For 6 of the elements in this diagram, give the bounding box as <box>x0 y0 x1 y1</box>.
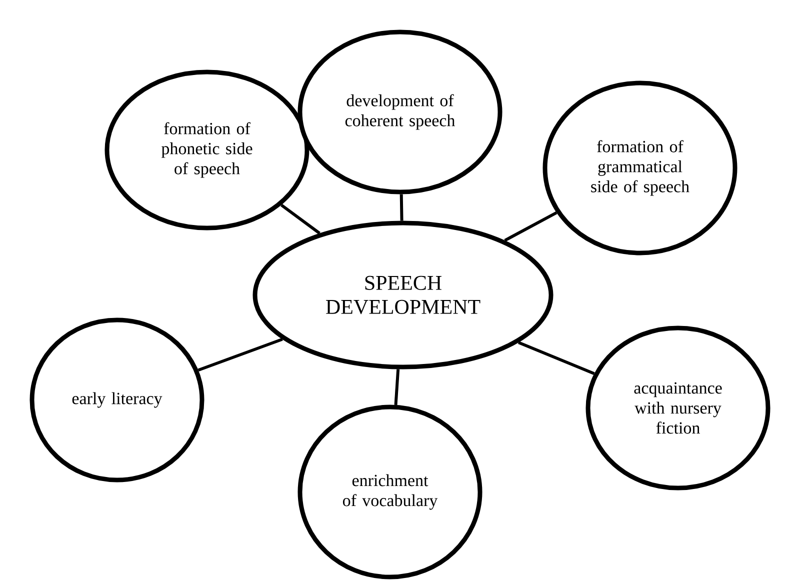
connector-line <box>280 204 320 234</box>
connector-line <box>394 369 400 406</box>
connector-line <box>400 194 404 221</box>
connector-line <box>504 211 558 242</box>
connector-line <box>198 338 283 372</box>
connector-line <box>518 341 595 375</box>
